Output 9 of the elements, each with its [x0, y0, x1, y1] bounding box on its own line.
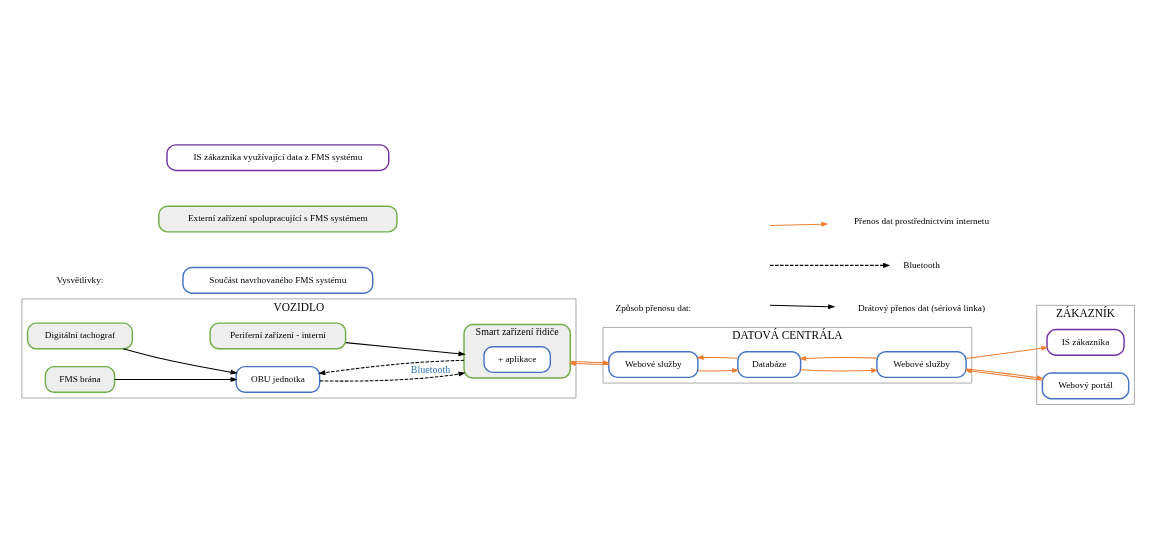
edge-label: Bluetooth	[410, 363, 451, 375]
legend-label: IS zákazníka využívající data z FMS systému	[193, 152, 363, 163]
legend-label: Drátový přenos dat (sériová linka)	[857, 303, 986, 314]
legend-label: Externí zařízení spolupracující s FMS systémem	[187, 213, 368, 224]
legend-label: Součást navrhovaného FMS systému	[209, 274, 347, 285]
legend-label: Bluetooth	[903, 259, 940, 270]
label: Vysvětlivky:	[56, 274, 104, 285]
legend-label: Přenos dat prostřednictvím internetu	[853, 216, 990, 227]
label: Způsob přenosu dat:	[615, 303, 692, 314]
